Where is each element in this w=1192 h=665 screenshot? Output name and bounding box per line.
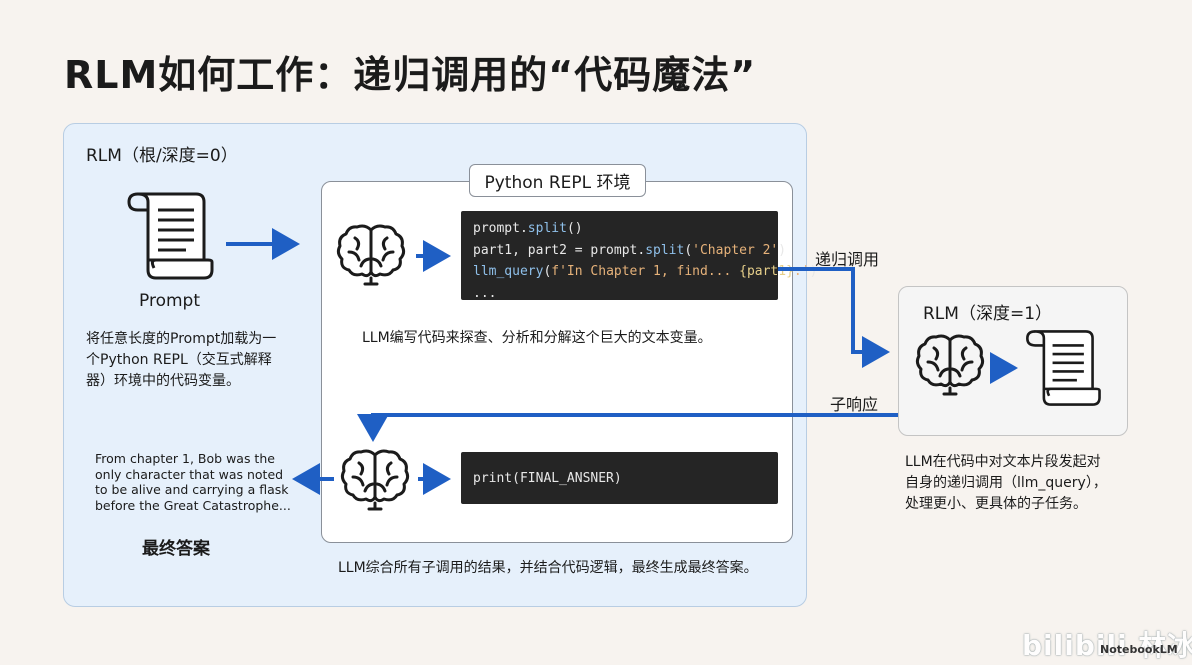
prompt-label: Prompt [139,291,200,311]
rlm-sub-description-line: 处理更小、更具体的子任务。 [905,496,1087,512]
scroll-icon [1026,330,1101,406]
code-line: prompt.split() [473,221,583,236]
sub-response-label: 子响应 [830,395,879,414]
prompt-description-line: 将任意长度的Prompt加载为一 [86,331,277,347]
rlm-sub-label: RLM（深度=1） [923,304,1053,324]
final-answer-line: before the Great Catastrophe... [95,497,291,513]
code-line: llm_query(f'In Chapter 1, find... {part1… [473,264,818,279]
final-answer-label: 最终答案 [142,539,210,559]
code-line: ... [473,285,497,301]
bilibili-watermark: bilibili 林冰茶 [1022,629,1192,662]
final-answer-line: From chapter 1, Bob was the [95,451,275,466]
rlm-sub-description-line: 自身的递归调用（llm_query）， [905,475,1107,491]
code-line: print(FINAL_ANSNER) [473,470,622,486]
notebooklm-watermark: NotebookLM [1100,643,1178,656]
page-title: RLM如何工作：递归调用的“代码魔法” [64,53,757,97]
final-answer-line: only character that was noted [95,466,284,482]
rlm-root-label: RLM（根/深度=0） [86,146,238,166]
code-line: part1, part2 = prompt.split('Chapter 2') [473,242,787,258]
rlm-sub-description-line: LLM在代码中对文本片段发起对 [905,454,1101,470]
final-answer-line: to be alive and carrying a flask [95,482,289,497]
arrow-sub-response [357,413,898,442]
brain-icon [336,224,406,286]
brain-icon [915,334,985,396]
scroll-icon [127,192,214,280]
python-repl-label: Python REPL 环境 [469,164,646,197]
code-block-bottom: print(FINAL_ANSNER) [461,452,778,504]
recursive-call-label: 递归调用 [815,250,880,269]
arrow-recursive-call [778,267,890,368]
prompt-description: 将任意长度的Prompt加载为一 个Python REPL（交互式解释 器）环境… [86,329,311,392]
final-answer-text: From chapter 1, Bob was the only charact… [95,451,295,513]
brain-icon [340,449,410,511]
prompt-description-line: 器）环境中的代码变量。 [86,373,240,389]
repl-caption-top: LLM编写代码来探查、分析和分解这个巨大的文本变量。 [362,330,712,346]
prompt-description-line: 个Python REPL（交互式解释 [86,352,272,368]
repl-caption-bottom: LLM综合所有子调用的结果，并结合代码逻辑，最终生成最终答案。 [338,560,758,576]
rlm-sub-description: LLM在代码中对文本片段发起对 自身的递归调用（llm_query）， 处理更小… [905,452,1155,515]
code-block-top: prompt.split() part1, part2 = prompt.spl… [461,211,818,301]
